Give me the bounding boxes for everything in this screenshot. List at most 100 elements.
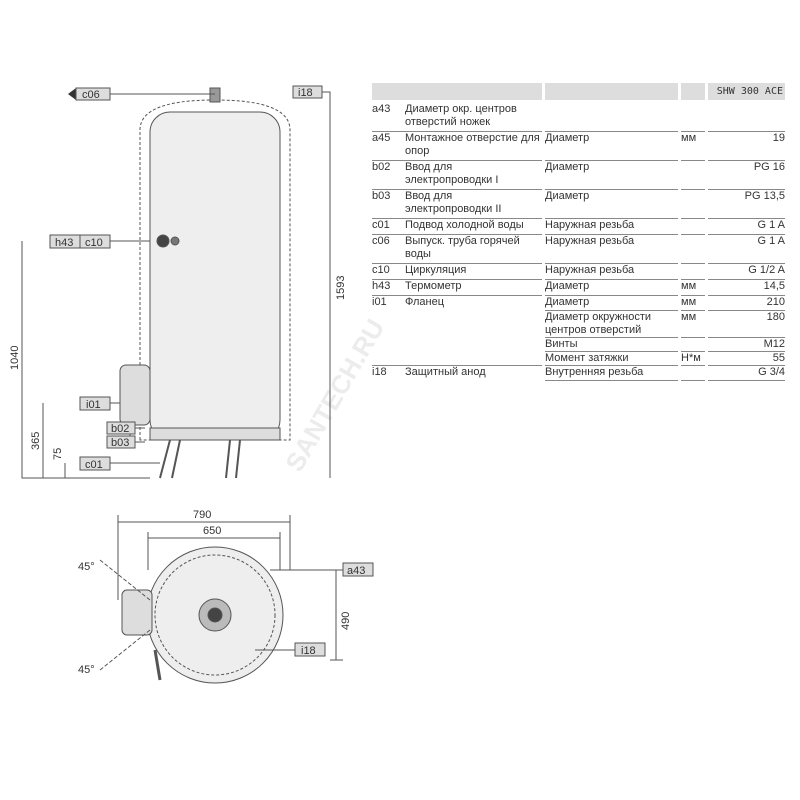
cell-code: b02 — [372, 161, 405, 190]
cell-desc: Ввод для электропроводки II — [405, 190, 542, 219]
cell-unit — [681, 264, 705, 280]
cell-unit: Н*м — [681, 352, 705, 366]
dim-790: 790 — [193, 509, 211, 521]
cell-unit — [681, 103, 705, 132]
dim-75: 75 — [52, 448, 64, 460]
cell-value: PG 13,5 — [708, 190, 785, 219]
cell-value: PG 16 — [708, 161, 785, 190]
label-i01: i01 — [86, 399, 101, 411]
cell-value — [708, 103, 785, 132]
label-c06: c06 — [82, 89, 100, 101]
cell-value: G 1 A — [708, 235, 785, 264]
cell-value: 14,5 — [708, 280, 785, 296]
arrow-left-icon — [68, 88, 76, 100]
cell-unit — [681, 235, 705, 264]
flange — [119, 364, 151, 426]
table-header: SHW 300 ACE — [372, 83, 785, 100]
dim-1593: 1593 — [335, 276, 347, 300]
cell-param: Внутренняя резьба — [545, 366, 678, 381]
cell-param: Наружная резьба — [545, 219, 678, 235]
table-row: i18 Защитный анод Внутренняя резьба G 3/4 — [372, 366, 785, 381]
cell-code: b03 — [372, 190, 405, 219]
cell-unit: мм — [681, 311, 705, 338]
cell-code: c01 — [372, 219, 405, 235]
cell-code: c10 — [372, 264, 405, 280]
cell-desc: Подвод холодной воды — [405, 219, 542, 235]
cell-value: 55 — [708, 352, 785, 366]
cell-code: a43 — [372, 103, 405, 132]
label-b03: b03 — [111, 437, 129, 449]
cell-code: i18 — [372, 366, 387, 378]
cell-unit — [681, 366, 705, 381]
cell-code: h43 — [372, 280, 405, 296]
cell-desc: Защитный анод — [405, 366, 486, 378]
cell-param — [545, 103, 678, 132]
cell-param: Диаметр — [545, 296, 678, 311]
cell-param: Диаметр окружности центров отверстий — [545, 311, 678, 338]
label-h43: h43 — [55, 237, 73, 249]
insulation-outline — [139, 99, 291, 441]
label-c10: c10 — [85, 237, 103, 249]
cell-code — [372, 311, 405, 338]
cell-value: G 1 A — [708, 219, 785, 235]
cell-param: Диаметр — [545, 190, 678, 219]
cell-desc: Монтажное отверстие для опор — [405, 132, 542, 161]
cell-code — [372, 338, 405, 352]
cell-param: Диаметр — [545, 132, 678, 161]
dim-1040: 1040 — [9, 346, 21, 370]
cell-value: 180 — [708, 311, 785, 338]
label-c01: c01 — [85, 459, 103, 471]
cell-desc: Фланец — [405, 296, 445, 308]
cell-desc — [405, 338, 542, 352]
dim-650: 650 — [203, 525, 221, 537]
cell-param: Момент затяжки — [545, 352, 678, 366]
cell-param: Диаметр — [545, 161, 678, 190]
angle-bottom: 45° — [78, 664, 95, 676]
cell-value: G 3/4 — [708, 366, 785, 381]
dim-490: 490 — [340, 612, 352, 630]
cell-unit — [681, 190, 705, 219]
cell-desc: Ввод для электропроводки I — [405, 161, 542, 190]
cell-unit — [681, 219, 705, 235]
cell-desc: Циркуляция — [405, 264, 542, 280]
cell-unit: мм — [681, 132, 705, 161]
cell-unit — [681, 161, 705, 190]
angle-top: 45° — [78, 561, 95, 573]
label-b02: b02 — [111, 423, 129, 435]
cell-value: 19 — [708, 132, 785, 161]
cell-param: Наружная резьба — [545, 264, 678, 280]
label-i18-bottom: i18 — [301, 645, 316, 657]
cell-code: i01 — [372, 296, 387, 308]
cell-desc: Выпуск. труба горячей воды — [405, 235, 542, 264]
label-a43: a43 — [347, 565, 365, 577]
cell-value: M12 — [708, 338, 785, 352]
dim-365: 365 — [30, 432, 42, 450]
cell-value: G 1/2 A — [708, 264, 785, 280]
cell-desc — [405, 311, 542, 338]
cell-unit — [681, 338, 705, 352]
cell-desc — [405, 352, 542, 366]
cell-desc: Диаметр окр. центров отверстий ножек — [405, 103, 542, 132]
cell-param: Наружная резьба — [545, 235, 678, 264]
cell-desc: Термометр — [405, 280, 542, 296]
label-i18: i18 — [298, 87, 313, 99]
cell-value: 210 — [708, 296, 785, 311]
cell-code: c06 — [372, 235, 405, 264]
cell-code — [372, 352, 405, 366]
tank-body — [149, 111, 281, 441]
model-name: SHW 300 ACE — [708, 83, 785, 100]
